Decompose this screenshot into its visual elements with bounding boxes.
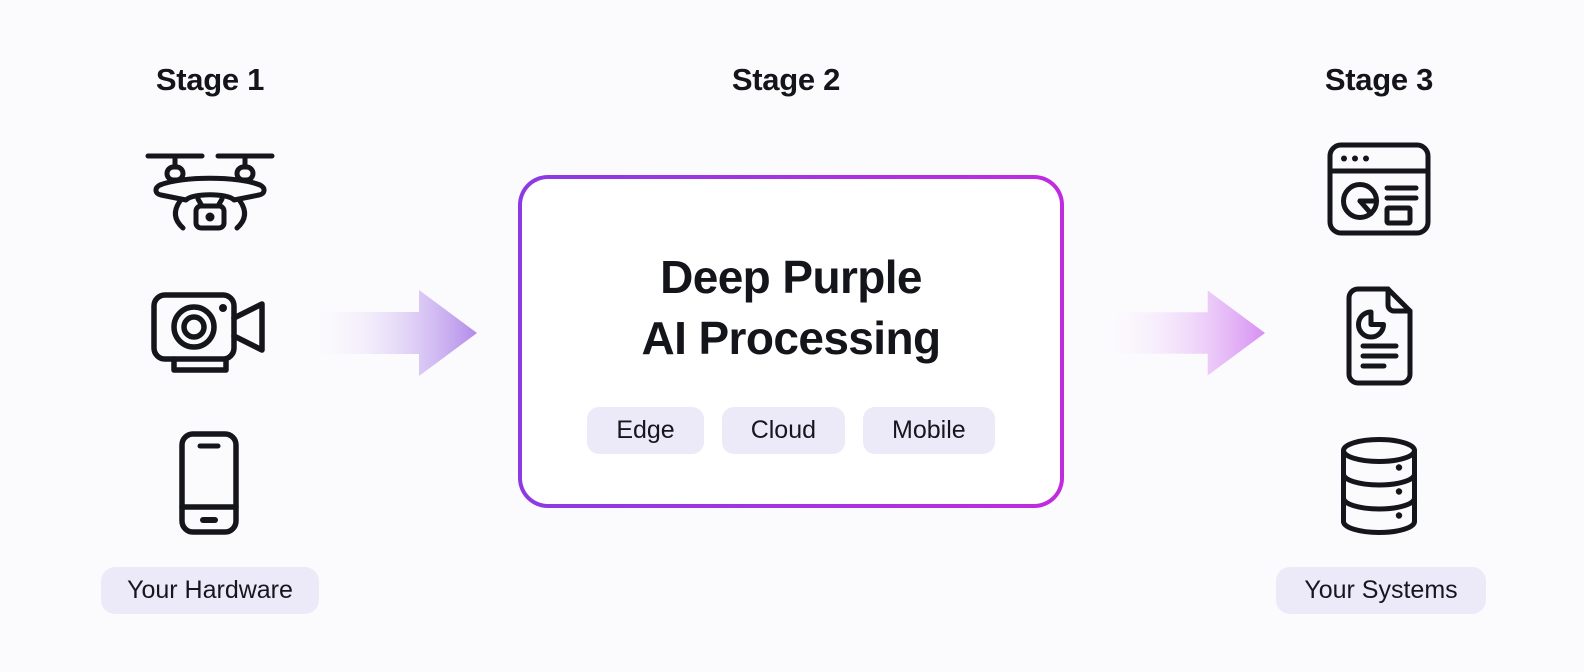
- chip-mobile: Mobile: [863, 407, 995, 454]
- deployment-chip-row: Edge Cloud Mobile: [522, 407, 1060, 454]
- ai-box-title-line2: AI Processing: [641, 312, 942, 364]
- arrow-stage2-to-stage3-icon: [1090, 287, 1268, 379]
- stage3-label-text: Your Systems: [1304, 576, 1458, 604]
- stage1-label-text: Your Hardware: [127, 576, 293, 604]
- dashboard-browser-icon: [1327, 142, 1431, 236]
- ai-processing-box: Deep Purple AI Processing Edge Cloud Mob…: [518, 175, 1064, 508]
- database-icon: [1337, 436, 1421, 536]
- stage1-label: Your Hardware: [101, 567, 319, 614]
- report-document-icon: [1341, 286, 1417, 386]
- ai-box-title-line1: Deep Purple: [660, 251, 922, 303]
- stage3-title: Stage 3: [1324, 62, 1434, 97]
- chip-cloud: Cloud: [721, 407, 846, 454]
- stage3-label: Your Systems: [1276, 567, 1486, 614]
- chip-edge: Edge: [587, 407, 704, 454]
- drone-icon: [140, 146, 280, 234]
- ai-processing-box-inner: Deep Purple AI Processing Edge Cloud Mob…: [522, 179, 1060, 504]
- smartphone-icon: [178, 431, 240, 535]
- stage1-title: Stage 1: [155, 62, 265, 97]
- ai-box-title: Deep Purple AI Processing: [522, 247, 1060, 369]
- stage2-title: Stage 2: [731, 62, 841, 97]
- arrow-stage1-to-stage2-icon: [300, 287, 480, 379]
- video-camera-icon: [150, 291, 266, 377]
